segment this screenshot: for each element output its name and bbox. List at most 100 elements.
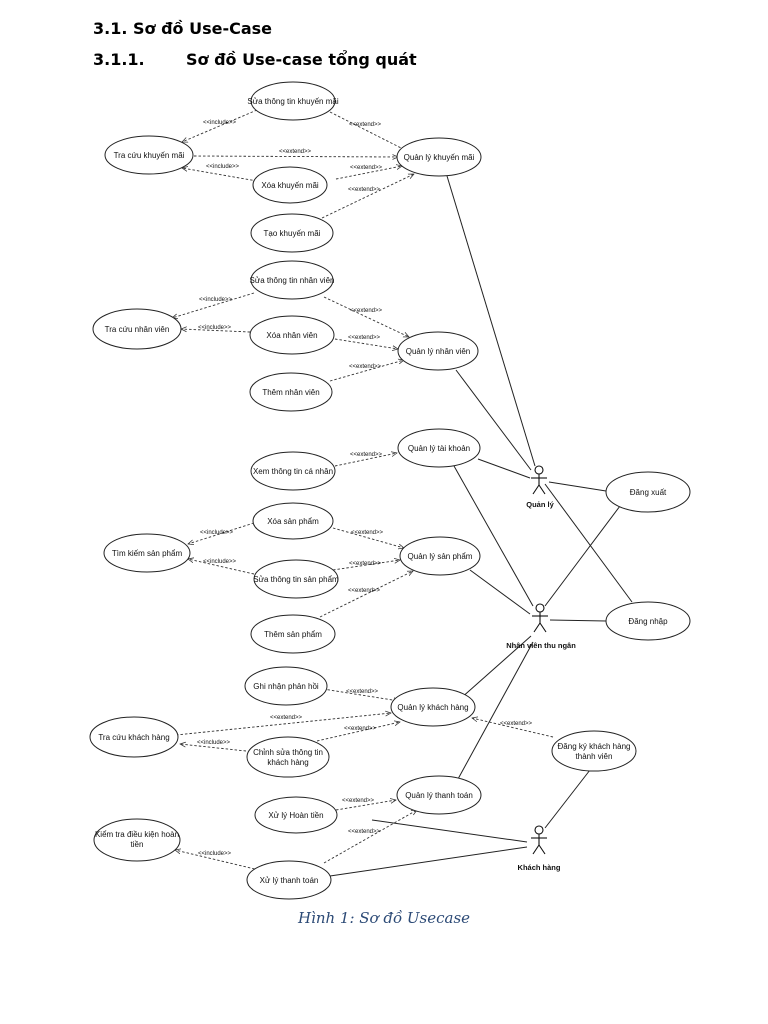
stereo-label: <<extend>> — [350, 452, 383, 458]
assoc-quanly-dangnhap — [544, 483, 633, 603]
stereo-label: <<extend>> — [349, 364, 382, 370]
actor-nhan-vien-thu-ngan: Nhân viên thu ngân — [506, 603, 576, 650]
actor-label: Khách hàng — [518, 863, 561, 872]
svg-text:Quản lý sản phẩm: Quản lý sản phẩm — [408, 552, 473, 561]
assoc-quanly-qlnv — [455, 369, 532, 471]
actor-quan-ly: Quản lý — [526, 465, 555, 509]
usecase-sua-nhan-vien: Sửa thông tin nhân viên — [250, 260, 334, 300]
dep-include-suakm — [182, 109, 258, 142]
usecase-xu-ly-thanh-toan: Xử lý thanh toán — [246, 860, 332, 900]
usecase-kiem-tra-dieu-kien: Kiểm tra điều kiện hoàn tiền — [93, 818, 181, 862]
actor-label: Nhân viên thu ngân — [506, 641, 576, 650]
dep-extend-xoanv — [334, 338, 398, 349]
usecase-dang-nhap: Đăng nhập — [605, 601, 691, 641]
svg-text:Thêm sản phẩm: Thêm sản phẩm — [264, 630, 322, 639]
usecase-xoa-khuyen-mai: Xóa khuyến mãi — [252, 166, 328, 204]
svg-text:Tạo khuyến mãi: Tạo khuyến mãi — [264, 229, 321, 238]
association-lines — [329, 175, 633, 877]
assoc-nv-qlsp — [469, 569, 531, 615]
stereo-label: <<extend>> — [342, 798, 375, 804]
assoc-kh-dangky — [544, 769, 591, 829]
usecase-quan-ly-tai-khoan: Quản lý tài khoản — [397, 428, 481, 468]
usecase-xu-ly-hoan-tien: Xử lý Hoàn tiền — [254, 796, 338, 834]
assoc-kh-xulyhoan — [371, 819, 528, 843]
usecase-tra-cuu-khach-hang: Tra cứu khách hàng — [89, 716, 179, 758]
svg-text:Tìm kiếm sản phẩm: Tìm kiếm sản phẩm — [112, 549, 183, 558]
assoc-quanly-dangxuat — [548, 481, 607, 492]
assoc-kh-xulytt — [329, 846, 528, 877]
svg-text:Ghi nhận phản hồi: Ghi nhận phản hồi — [253, 682, 319, 691]
usecase-xoa-nhan-vien: Xóa nhân viên — [249, 315, 335, 355]
stereo-label: <<extend>> — [349, 561, 382, 567]
svg-text:Xử lý thanh toán: Xử lý thanh toán — [260, 876, 319, 885]
stereo-label: <<extend>> — [350, 165, 383, 171]
dep-include-chinhsua — [180, 744, 247, 752]
stereo-label: <<extend>> — [270, 715, 303, 721]
dep-extend-xulytt — [323, 810, 417, 864]
stereo-label: <<include>> — [198, 325, 232, 331]
usecase-them-san-pham: Thêm sản phẩm — [250, 614, 336, 654]
stereo-label: <<extend>> — [344, 726, 377, 732]
dep-extend-xoasp — [332, 527, 404, 548]
svg-text:Quản lý thanh toán: Quản lý thanh toán — [405, 791, 473, 800]
assoc-quanly-qlkm — [446, 175, 536, 467]
usecase-xem-thong-tin-ca-nhan: Xem thông tin cá nhân — [250, 451, 336, 491]
usecase-sua-khuyen-mai: Sửa thông tin khuyến mãi — [247, 81, 339, 121]
dep-extend-themsp — [319, 571, 413, 618]
figure-caption: Hình 1: Sơ đồ Usecase — [297, 909, 471, 927]
stereo-label: <<include>> — [203, 120, 237, 126]
stereo-label: <<include>> — [203, 559, 237, 565]
usecase-quan-ly-khuyen-mai: Quản lý khuyến mãi — [396, 137, 482, 177]
dep-extend-ghinhan — [322, 688, 399, 701]
stereo-label: <<extend>> — [500, 721, 533, 727]
dep-extend-xulyhoan — [335, 800, 396, 811]
stereo-label: <<include>> — [197, 740, 231, 746]
subsection-title: Sơ đồ Use-case tổng quát — [186, 50, 417, 69]
svg-text:Đăng nhập: Đăng nhập — [628, 617, 668, 626]
assoc-nv-dangxuat — [544, 505, 621, 607]
usecase-tim-kiem-san-pham: Tìm kiếm sản phẩm — [103, 533, 191, 573]
usecase-dang-xuat: Đăng xuất — [605, 471, 691, 513]
dep-extend-suasp — [332, 560, 400, 571]
svg-text:Quản lý khách hàng: Quản lý khách hàng — [397, 703, 468, 712]
svg-text:Xử lý Hoàn tiền: Xử lý Hoàn tiền — [268, 811, 323, 820]
svg-text:Xóa khuyến mãi: Xóa khuyến mãi — [261, 181, 319, 190]
svg-text:khách hàng: khách hàng — [267, 758, 308, 767]
svg-text:Chỉnh sửa thông tin: Chỉnh sửa thông tin — [253, 748, 323, 757]
assoc-nv-qlkh — [459, 635, 532, 700]
usecase-chinh-sua-khach-hang: Chỉnh sửa thông tin khách hàng — [246, 736, 330, 778]
stereo-label: <<include>> — [198, 851, 232, 857]
stereo-label: <<include>> — [200, 530, 234, 536]
assoc-nv-qltt — [457, 641, 534, 780]
svg-text:Tra cứu nhân viên: Tra cứu nhân viên — [105, 325, 170, 334]
svg-text:Kiểm tra điều kiện hoàn: Kiểm tra điều kiện hoàn — [95, 830, 179, 839]
usecase-them-nhan-vien: Thêm nhân viên — [249, 372, 333, 412]
usecase-ghi-nhan-phan-hoi: Ghi nhận phản hồi — [244, 666, 328, 706]
stereo-label: <<include>> — [199, 297, 233, 303]
subsection-number: 3.1.1. — [93, 50, 145, 69]
usecase-quan-ly-khach-hang: Quản lý khách hàng — [390, 687, 476, 727]
svg-text:Xóa sản phẩm: Xóa sản phẩm — [267, 517, 319, 526]
stereo-label: <<extend>> — [350, 308, 383, 314]
svg-text:Quản lý tài khoản: Quản lý tài khoản — [408, 444, 470, 453]
usecase-quan-ly-nhan-vien: Quản lý nhân viên — [397, 331, 479, 371]
dep-extend-suakm — [329, 111, 409, 152]
usecase-sua-san-pham: Sửa thông tin sản phẩm — [253, 559, 339, 599]
dep-extend-themnv — [329, 360, 404, 382]
svg-text:Sửa thông tin khuyến mãi: Sửa thông tin khuyến mãi — [247, 97, 338, 106]
assoc-nv-dangnhap — [549, 619, 607, 622]
usecases: Sửa thông tin khuyến mãi Tra cứu khuyến … — [89, 81, 691, 900]
dep-extend-xemtt — [334, 453, 397, 467]
usecase-tao-khuyen-mai: Tạo khuyến mãi — [250, 213, 334, 253]
dep-include-suanv — [172, 292, 255, 318]
dep-extend-dangky — [472, 718, 554, 738]
dep-extend-tracuukh — [175, 713, 391, 736]
stereotype-labels: <<include>> <<extend>> <<extend>> <<incl… — [197, 120, 533, 857]
dependency-lines — [172, 109, 554, 871]
svg-text:tiền: tiền — [131, 840, 144, 849]
svg-text:Đăng xuất: Đăng xuất — [630, 488, 667, 497]
usecase-tra-cuu-nhan-vien: Tra cứu nhân viên — [92, 308, 182, 350]
stereo-label: <<extend>> — [346, 689, 379, 695]
usecase-quan-ly-san-pham: Quản lý sản phẩm — [399, 536, 481, 576]
